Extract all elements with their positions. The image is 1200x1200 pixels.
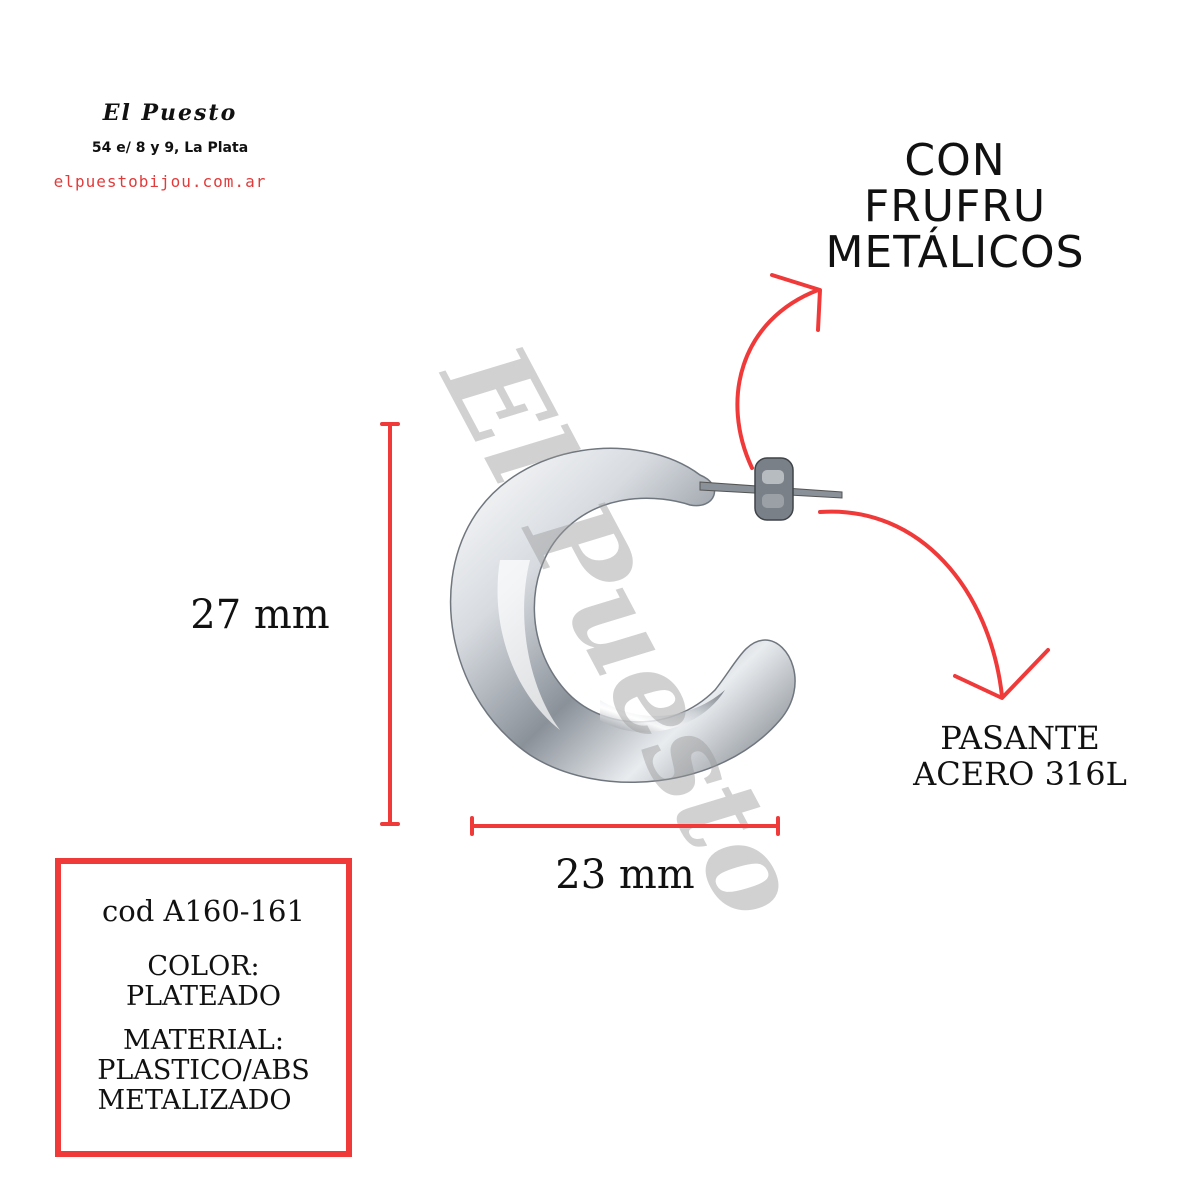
material-value: METALIZADO: [97, 1085, 292, 1116]
brand-name: El Puesto: [102, 100, 238, 126]
material-value: PLASTICO/ABS: [97, 1055, 310, 1086]
product-color: COLOR: PLATEADO: [61, 952, 346, 1012]
curved-arrow-icon: [818, 509, 1050, 700]
product-info-box: cod A160-161 COLOR: PLATEADO MATERIAL: P…: [55, 858, 352, 1157]
callout-line: METÁLICOS: [825, 227, 1085, 278]
post-material-callout: PASANTE ACERO 316L: [890, 720, 1150, 792]
callout-line: ACERO 316L: [913, 755, 1127, 793]
brand-website-link[interactable]: elpuestobijou.com.ar: [53, 172, 267, 191]
frufru-callout: CON FRUFRU METÁLICOS: [800, 138, 1110, 276]
brand-address: 54 e/ 8 y 9, La Plata: [91, 140, 249, 156]
earring-back-icon: [754, 457, 794, 521]
width-dimension-line: [470, 816, 780, 836]
color-label: COLOR:: [147, 951, 260, 982]
color-value: PLATEADO: [125, 981, 282, 1012]
product-code: cod A160-161: [102, 894, 305, 928]
curved-arrow-icon: [735, 273, 822, 470]
height-dimension-line: [380, 422, 400, 826]
callout-line: FRUFRU: [863, 181, 1047, 232]
height-label: 27 mm: [190, 592, 330, 638]
callout-line: PASANTE: [940, 719, 1100, 757]
material-label: MATERIAL:: [123, 1025, 284, 1056]
callout-line: CON: [904, 135, 1006, 186]
width-label: 23 mm: [555, 852, 695, 898]
earring-image: [449, 447, 843, 784]
product-material: MATERIAL: PLASTICO/ABS METALIZADO: [61, 1026, 346, 1116]
